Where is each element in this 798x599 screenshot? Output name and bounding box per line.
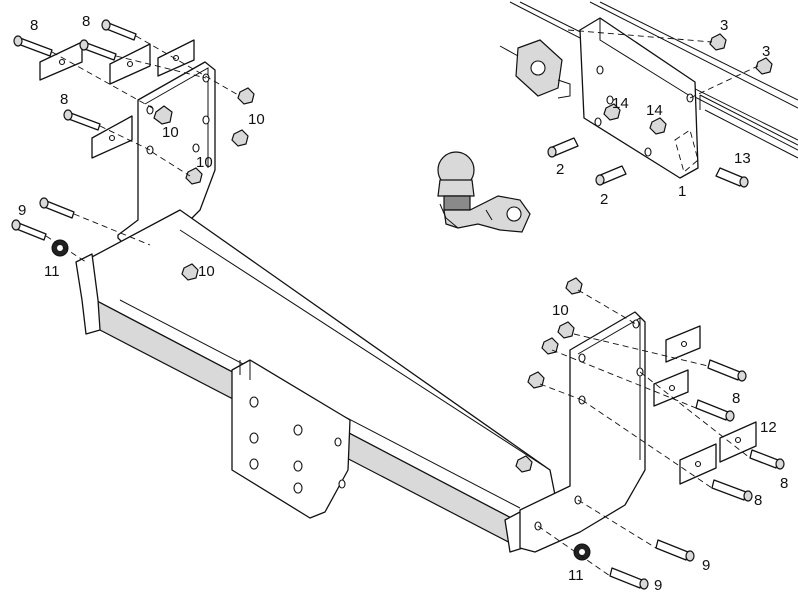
nut-10-icon bbox=[153, 87, 255, 281]
washer-11-icon bbox=[51, 239, 69, 257]
label-8: 8 bbox=[754, 492, 762, 509]
label-10: 10 bbox=[248, 111, 265, 128]
label-14: 14 bbox=[612, 95, 629, 112]
nut-14-icon bbox=[603, 103, 667, 135]
label-10: 10 bbox=[552, 302, 569, 319]
tow-plate bbox=[231, 359, 351, 519]
right-side-bracket bbox=[519, 311, 646, 553]
label-11: 11 bbox=[44, 263, 60, 280]
label-3: 3 bbox=[720, 17, 728, 34]
label-8: 8 bbox=[82, 13, 90, 30]
label-9: 9 bbox=[702, 557, 710, 574]
label-9: 9 bbox=[654, 577, 662, 594]
label-8: 8 bbox=[732, 390, 740, 407]
label-11: 11 bbox=[568, 567, 584, 584]
label-3: 3 bbox=[762, 43, 770, 60]
label-10: 10 bbox=[196, 154, 213, 171]
label-8: 8 bbox=[30, 17, 38, 34]
label-10: 10 bbox=[162, 124, 179, 141]
label-14: 14 bbox=[646, 102, 663, 119]
left-spacer-plates bbox=[39, 39, 195, 159]
bolt-8-icon bbox=[13, 19, 137, 131]
right-spacer-plates bbox=[653, 325, 757, 485]
label-1: 1 bbox=[678, 183, 686, 200]
label-10: 10 bbox=[198, 263, 215, 280]
bolt-9-icon bbox=[11, 197, 75, 241]
bolt-8-right-icon bbox=[695, 359, 785, 502]
nut-3-icon bbox=[709, 33, 773, 75]
vehicle-bracket bbox=[579, 17, 699, 179]
bolt-9-right-icon bbox=[609, 539, 695, 590]
label-13: 13 bbox=[734, 150, 751, 167]
bolt-2-icon bbox=[547, 137, 627, 186]
bolt-13-icon bbox=[715, 167, 749, 188]
socket-bracket bbox=[499, 39, 571, 99]
label-12: 12 bbox=[760, 419, 777, 436]
label-2: 2 bbox=[600, 191, 608, 208]
part-labels: 8 8 8 10 10 10 9 11 10 3 3 14 14 13 2 2 … bbox=[18, 13, 788, 594]
label-9: 9 bbox=[18, 202, 26, 219]
label-2: 2 bbox=[556, 161, 564, 178]
label-8: 8 bbox=[60, 91, 68, 108]
assembly-guide-lines bbox=[45, 29, 759, 577]
label-8: 8 bbox=[780, 475, 788, 492]
washer-11-right-icon bbox=[573, 543, 591, 561]
tow-ball-icon bbox=[437, 151, 531, 233]
